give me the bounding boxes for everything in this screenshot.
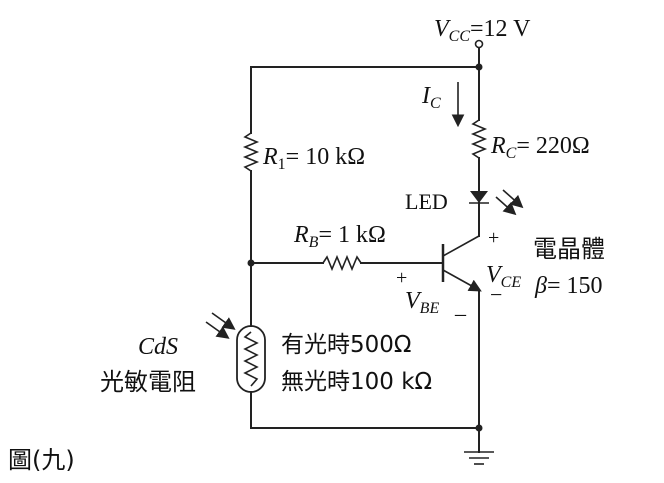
cds-label: CdS xyxy=(138,334,178,360)
led-emission-arrow-1 xyxy=(495,196,517,216)
vbe-plus: + xyxy=(396,267,407,289)
cds-dark-value: 無光時100 kΩ xyxy=(281,369,432,395)
rb-resistor xyxy=(322,254,362,272)
led-label: LED xyxy=(405,189,448,214)
ic-label: IC xyxy=(421,83,441,112)
rb-label: RB= 1 kΩ xyxy=(293,222,386,251)
vbe-label: VBE xyxy=(405,288,439,317)
ground-icon xyxy=(464,451,494,465)
r1-resistor xyxy=(242,132,260,172)
beta-label: β= 150 xyxy=(534,273,603,299)
vce-label: VCE xyxy=(486,262,521,291)
cds-name: 光敏電阻 xyxy=(100,368,196,396)
cds-light-value: 有光時500Ω xyxy=(281,332,411,358)
led-emission-arrow-2 xyxy=(502,189,524,209)
r1-label: R1= 10 kΩ xyxy=(262,144,365,173)
npn-transistor-icon xyxy=(441,235,482,292)
transistor-name: 電晶體 xyxy=(533,235,605,263)
cds-zigzag xyxy=(243,331,259,387)
figure-caption: 圖(九) xyxy=(8,446,75,474)
vbe-minus: _ xyxy=(454,293,467,318)
vce-plus: + xyxy=(488,227,499,249)
led-diode xyxy=(470,191,488,203)
vce-minus: − xyxy=(490,282,502,307)
rc-label: RC= 220Ω xyxy=(490,133,590,162)
supply-label: VCC=12 V xyxy=(434,16,531,45)
rc-resistor xyxy=(470,119,488,159)
cds-body xyxy=(236,325,266,393)
cds-light-arrow-1 xyxy=(205,321,230,339)
cds-light-arrow-2 xyxy=(211,312,236,330)
